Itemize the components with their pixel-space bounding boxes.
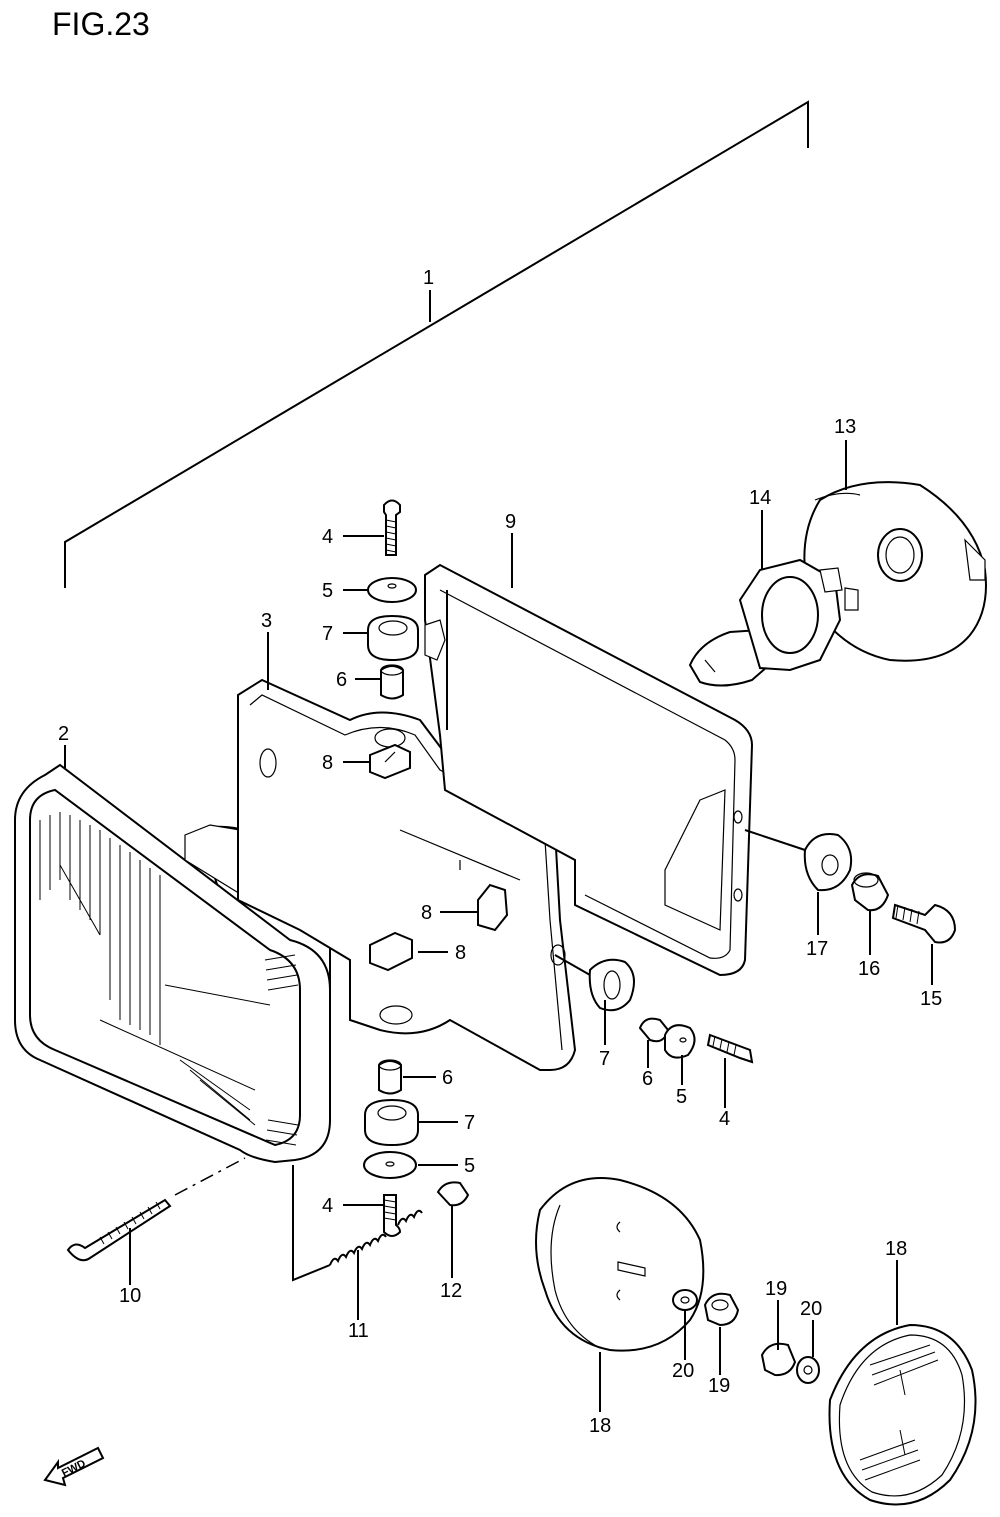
callout-4-side: 4 [719, 1108, 730, 1130]
bottom-screw-stack [363, 1059, 419, 1237]
callout-labels: 1 2 3 4 4 4 5 5 5 6 6 6 7 7 7 8 8 8 9 10… [58, 267, 942, 1437]
callout-6-bottom: 6 [442, 1067, 453, 1089]
spring [292, 1165, 423, 1282]
grommet-8-mid [477, 883, 509, 932]
callout-16: 16 [858, 958, 880, 980]
grommet-8-lower [369, 931, 413, 972]
callout-20-left: 20 [672, 1360, 694, 1382]
top-screw-stack [367, 499, 419, 700]
callout-8-top: 8 [322, 752, 333, 774]
callout-9: 9 [505, 511, 516, 533]
figure-title: FIG.23 [52, 6, 150, 42]
callout-5-side: 5 [676, 1086, 687, 1108]
callout-13: 13 [834, 416, 856, 438]
washer-nut-right [760, 1342, 820, 1384]
adjuster-parts [803, 833, 957, 944]
callout-17: 17 [806, 938, 828, 960]
callout-7-side: 7 [599, 1048, 610, 1070]
callout-6-side: 6 [642, 1068, 653, 1090]
callout-6-top: 6 [336, 669, 347, 691]
grommet-8-top [369, 743, 411, 780]
callout-10: 10 [119, 1285, 141, 1307]
callout-2: 2 [58, 723, 69, 745]
callout-1: 1 [423, 267, 434, 289]
callout-3: 3 [261, 610, 272, 632]
callout-14: 14 [749, 487, 771, 509]
callout-20-right: 20 [800, 1298, 822, 1320]
adjuster-nut [436, 1181, 470, 1207]
callout-11: 11 [348, 1320, 369, 1342]
assembly-axis-10 [174, 1157, 246, 1196]
assembly-bracket [64, 100, 809, 588]
leader-lines [64, 440, 933, 1412]
callout-19-left: 19 [765, 1278, 787, 1300]
callout-8-lower: 8 [455, 942, 466, 964]
callout-19-bottom: 19 [708, 1375, 730, 1397]
callout-15: 15 [920, 988, 942, 1010]
callout-4-top: 4 [322, 526, 333, 548]
mounting-bracket [237, 678, 577, 1071]
callout-5-top: 5 [322, 580, 333, 602]
lens-cover-right [828, 1323, 977, 1506]
headlight-unit [14, 763, 331, 1164]
forward-arrow-icon: FWD [43, 1446, 105, 1487]
rim-cover-left [535, 1177, 705, 1352]
headlight-case [424, 563, 754, 977]
bulb [688, 558, 859, 687]
callout-7-top: 7 [322, 623, 333, 645]
callout-7-bottom: 7 [464, 1112, 475, 1134]
long-screw [66, 1198, 172, 1262]
fwd-label: FWD [60, 1458, 88, 1480]
callout-12: 12 [440, 1280, 462, 1302]
callout-18-left: 18 [589, 1415, 611, 1437]
callout-4-bottom: 4 [322, 1195, 333, 1217]
callout-5-bottom: 5 [464, 1155, 475, 1177]
callout-18-right: 18 [885, 1238, 907, 1260]
side-screw-stack [588, 958, 754, 1064]
callout-8-mid: 8 [421, 902, 432, 924]
